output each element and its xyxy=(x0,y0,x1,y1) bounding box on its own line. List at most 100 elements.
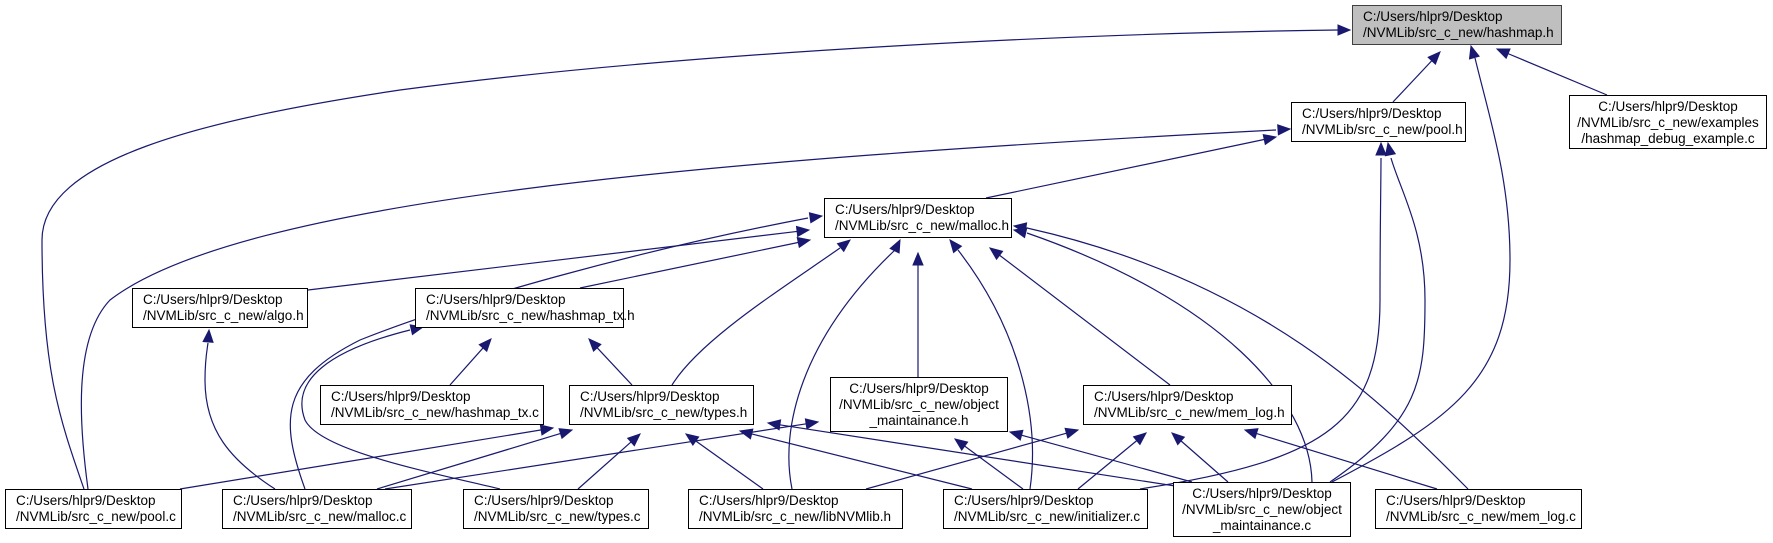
node-types-h[interactable]: C:/Users/hlpr9/Desktop/NVMLib/src_c_new/… xyxy=(569,385,754,425)
edge-malloc_c-to-malloc_h xyxy=(289,212,824,490)
edge-object_maintainance_c-to-hashmap_h xyxy=(1331,44,1511,483)
node-label-line: /NVMLib/src_c_new/pool.h xyxy=(1302,122,1463,137)
edge-malloc_c-to-types_h xyxy=(376,428,574,490)
edge-types_h-to-malloc_h xyxy=(671,239,852,386)
node-label-line: /NVMLib/src_c_new/malloc.h xyxy=(835,218,1010,233)
edge-line xyxy=(204,342,276,490)
node-label-line: C:/Users/hlpr9/Desktop xyxy=(474,493,614,508)
arrowhead-icon xyxy=(1243,428,1259,440)
node-malloc-c[interactable]: C:/Users/hlpr9/Desktop/NVMLib/src_c_new/… xyxy=(222,489,412,529)
edge-malloc_c-to-algo_h xyxy=(202,328,276,490)
arrowhead-icon xyxy=(1495,48,1511,60)
node-object-maintainance-c[interactable]: C:/Users/hlpr9/Desktop/NVMLib/src_c_new/… xyxy=(1173,482,1351,537)
node-label-line: C:/Users/hlpr9/Desktop xyxy=(835,202,975,217)
node-mem-log-c[interactable]: C:/Users/hlpr9/Desktop/NVMLib/src_c_new/… xyxy=(1375,489,1582,529)
edge-pool_c-to-hashmap_h xyxy=(41,24,1352,490)
edge-malloc_h-to-pool_h xyxy=(985,133,1278,199)
node-label-line: C:/Users/hlpr9/Desktop xyxy=(1094,389,1234,404)
arrowhead-icon xyxy=(588,338,602,353)
node-label-line: C:/Users/hlpr9/Desktop xyxy=(1363,9,1503,24)
arrowhead-icon xyxy=(202,328,214,343)
node-label-line: /NVMLib/src_c_new/malloc.c xyxy=(233,509,407,524)
node-object-maintainance-h[interactable]: C:/Users/hlpr9/Desktop/NVMLib/src_c_new/… xyxy=(830,377,1008,432)
edge-line xyxy=(694,439,764,490)
edge-line xyxy=(179,429,543,490)
edge-line xyxy=(41,29,1339,490)
arrowhead-icon xyxy=(1427,51,1441,66)
node-pool-h[interactable]: C:/Users/hlpr9/Desktop/NVMLib/src_c_new/… xyxy=(1291,102,1466,142)
arrowhead-icon xyxy=(1262,133,1278,146)
edge-line xyxy=(596,346,633,386)
edge-line xyxy=(1329,157,1426,483)
edge-line xyxy=(963,445,1024,490)
node-label-line: /NVMLib/src_c_new/object xyxy=(839,397,999,412)
edge-object_maintainance_c-to-pool_h xyxy=(1329,141,1426,483)
edge-initializer_c-to-pool_h xyxy=(1139,141,1387,490)
arrowhead-icon xyxy=(796,236,812,249)
node-types-c[interactable]: C:/Users/hlpr9/Desktop/NVMLib/src_c_new/… xyxy=(463,489,649,529)
edge-line xyxy=(957,249,1034,490)
node-label-line: C:/Users/hlpr9/Desktop xyxy=(233,493,373,508)
node-label-line: /NVMLib/src_c_new/initializer.c xyxy=(954,509,1141,524)
arrowhead-icon xyxy=(539,424,555,436)
edge-hashmap_tx_c-to-hashmap_tx_h xyxy=(449,338,492,386)
node-label-line: C:/Users/hlpr9/Desktop xyxy=(699,493,839,508)
node-label-line: /hashmap_debug_example.c xyxy=(1581,131,1755,146)
node-label-line: C:/Users/hlpr9/Desktop xyxy=(580,389,720,404)
edge-line xyxy=(1392,59,1433,103)
node-label-line: /NVMLib/src_c_new/hashmap.h xyxy=(1363,25,1554,40)
edge-line xyxy=(1077,439,1138,490)
edge-line xyxy=(1026,232,1313,483)
node-mem-log-h[interactable]: C:/Users/hlpr9/Desktop/NVMLib/src_c_new/… xyxy=(1083,385,1292,425)
arrowhead-icon xyxy=(988,247,1004,261)
arrowhead-icon xyxy=(766,419,782,431)
arrowhead-icon xyxy=(808,212,824,224)
edge-line xyxy=(301,329,501,490)
arrowhead-icon xyxy=(795,225,811,238)
edge-line xyxy=(865,432,1068,490)
node-label-line: /NVMLib/src_c_new/object xyxy=(1182,502,1342,517)
edge-mem_log_c-to-malloc_h xyxy=(1012,222,1469,490)
node-hashmap-h[interactable]: C:/Users/hlpr9/Desktop/NVMLib/src_c_new/… xyxy=(1352,5,1562,45)
edge-line xyxy=(1331,57,1511,483)
edge-mem_log_c-to-mem_log_h xyxy=(1243,428,1438,490)
arrowhead-icon xyxy=(889,238,901,254)
arrowhead-icon xyxy=(558,428,574,440)
node-pool-c[interactable]: C:/Users/hlpr9/Desktop/NVMLib/src_c_new/… xyxy=(5,489,182,529)
arrowhead-icon xyxy=(1008,429,1024,441)
edge-line xyxy=(985,138,1266,199)
node-label-line: /NVMLib/src_c_new/hashmap_tx.h xyxy=(426,308,635,323)
edge-line xyxy=(80,129,1277,490)
arrowhead-icon xyxy=(1337,24,1352,36)
arrowhead-icon xyxy=(949,238,963,254)
node-label-line: C:/Users/hlpr9/Desktop xyxy=(331,389,471,404)
arrowhead-icon xyxy=(1277,124,1292,136)
node-label-line: /NVMLib/src_c_new/pool.c xyxy=(16,509,176,524)
edge-line xyxy=(750,433,973,490)
node-label-line: /NVMLib/src_c_new/mem_log.h xyxy=(1094,405,1285,420)
edge-libNVMlib_h-to-mem_log_h xyxy=(865,427,1080,490)
node-label-line: _maintainance.h xyxy=(869,413,969,428)
node-label-line: _maintainance.c xyxy=(1212,518,1312,533)
node-hashmap-tx-h[interactable]: C:/Users/hlpr9/Desktop/NVMLib/src_c_new/… xyxy=(415,288,635,328)
node-label-line: C:/Users/hlpr9/Desktop xyxy=(1386,493,1526,508)
arrowhead-icon xyxy=(684,433,700,446)
node-libNVMlib-h[interactable]: C:/Users/hlpr9/Desktop/NVMLib/src_c_new/… xyxy=(688,489,903,529)
node-label-line: C:/Users/hlpr9/Desktop xyxy=(954,493,1094,508)
arrowhead-icon xyxy=(1171,432,1186,446)
node-label-line: C:/Users/hlpr9/Desktop xyxy=(143,292,283,307)
node-algo-h[interactable]: C:/Users/hlpr9/Desktop/NVMLib/src_c_new/… xyxy=(132,288,308,328)
node-hashmap-tx-c[interactable]: C:/Users/hlpr9/Desktop/NVMLib/src_c_new/… xyxy=(320,385,544,425)
edge-hashmap_debug_example_c-to-hashmap_h xyxy=(1495,48,1608,96)
node-initializer-c[interactable]: C:/Users/hlpr9/Desktop/NVMLib/src_c_new/… xyxy=(943,489,1148,529)
edge-line xyxy=(671,247,841,386)
node-malloc-h[interactable]: C:/Users/hlpr9/Desktop/NVMLib/src_c_new/… xyxy=(824,198,1012,238)
arrowhead-icon xyxy=(1375,141,1387,156)
node-hashmap-debug-example-c[interactable]: C:/Users/hlpr9/Desktop/NVMLib/src_c_new/… xyxy=(1569,95,1767,149)
node-label-line: /NVMLib/src_c_new/types.h xyxy=(580,405,748,420)
edge-types_h-to-hashmap_tx_h xyxy=(588,338,633,386)
arrowhead-icon xyxy=(1132,432,1148,446)
edge-object_maintainance_c-to-malloc_h xyxy=(1012,227,1313,483)
arrowhead-icon xyxy=(1012,222,1028,234)
arrowhead-icon xyxy=(738,428,754,440)
